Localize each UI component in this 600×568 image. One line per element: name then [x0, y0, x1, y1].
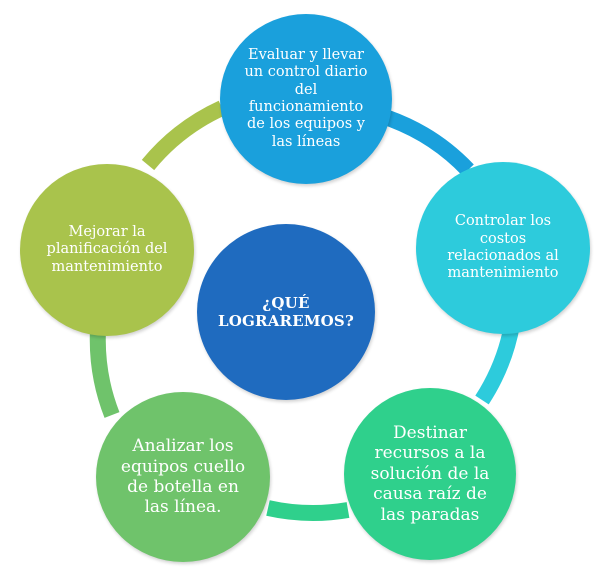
ring-arc-top-to-right	[385, 110, 474, 176]
ring-arc-right-to-bottom-right	[475, 323, 520, 405]
center-node-label: ¿QUÉ LOGRAREMOS?	[218, 294, 354, 330]
node-control-costs-label: Controlar los costos relacionados al man…	[447, 213, 559, 282]
node-improve-planning: Mejorar la planificación del mantenimien…	[20, 164, 194, 336]
ring-arc-left-to-top	[141, 100, 226, 171]
node-evaluate-control: Evaluar y llevar un control diario del f…	[220, 14, 392, 184]
node-evaluate-control-label: Evaluar y llevar un control diario del f…	[244, 46, 368, 150]
node-allocate-resources: Destinar recursos a la solución de la ca…	[344, 388, 516, 560]
node-analyze-bottlenecks: Analizar los equipos cuello de botella e…	[96, 392, 270, 562]
node-analyze-bottlenecks-label: Analizar los equipos cuello de botella e…	[120, 436, 246, 518]
ring-arc-bottom-right-to-bottom-left	[266, 500, 350, 521]
node-control-costs: Controlar los costos relacionados al man…	[416, 162, 590, 334]
center-node: ¿QUÉ LOGRAREMOS?	[197, 224, 375, 400]
ring-arc-bottom-left-to-left	[89, 329, 120, 418]
node-improve-planning-label: Mejorar la planificación del mantenimien…	[46, 223, 168, 275]
node-allocate-resources-label: Destinar recursos a la solución de la ca…	[370, 423, 490, 525]
